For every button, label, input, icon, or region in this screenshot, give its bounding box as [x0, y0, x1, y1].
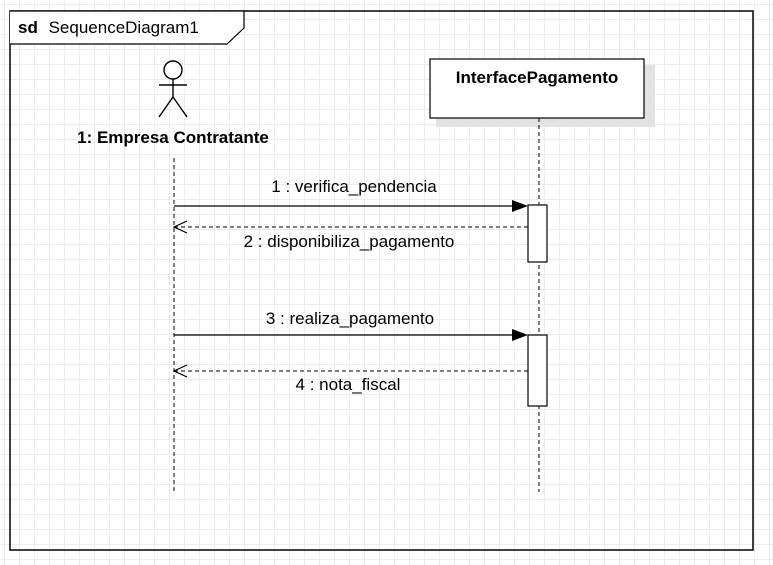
lifeline-box[interactable]: [429, 58, 645, 119]
frame-tab: [10, 10, 245, 45]
message-label: 3 : realiza_pagamento: [266, 309, 434, 328]
activation-bar[interactable]: [527, 334, 548, 407]
lifeline-box-label: InterfacePagamento: [456, 68, 619, 87]
message-arrowhead: [512, 200, 528, 212]
reply-arrowhead: [172, 220, 188, 234]
frame-keyword: sd: [18, 18, 38, 37]
frame-name: SequenceDiagram1: [49, 18, 199, 37]
actor-icon[interactable]: [158, 60, 188, 118]
diagram-frame: [9, 10, 754, 551]
message-label: 4 : nota_fiscal: [296, 375, 401, 394]
message-label: 1 : verifica_pendencia: [271, 177, 437, 196]
message-arrowhead: [512, 329, 528, 341]
frame-title: sd SequenceDiagram1: [18, 18, 199, 37]
reply-arrowhead: [172, 364, 188, 378]
activation-bar[interactable]: [527, 204, 548, 263]
message-label: 2 : disponibiliza_pagamento: [244, 232, 455, 251]
actor-label: 1: Empresa Contratante: [77, 128, 269, 147]
